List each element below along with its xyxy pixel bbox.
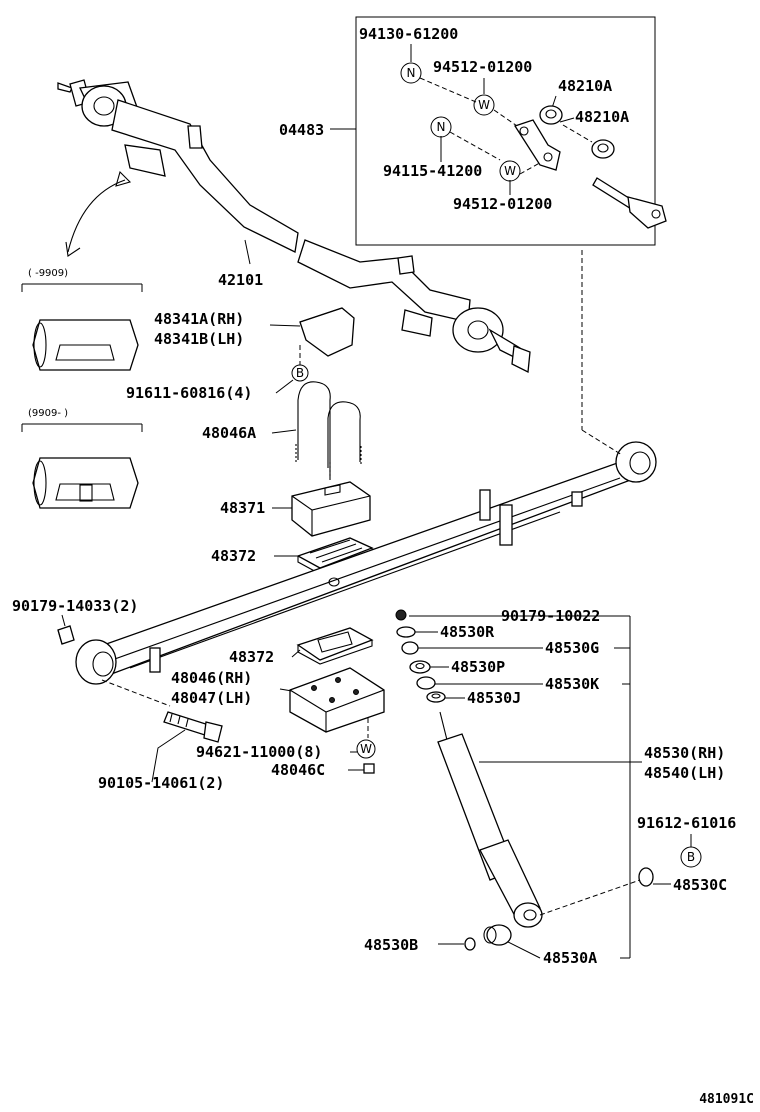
inset-before-9909: ( -9909) <box>21 268 143 371</box>
spring-bolt-label: 90105-14061(2) <box>98 774 224 792</box>
spring-bolt-icon <box>163 711 223 743</box>
washer-nut-label: 94621-11000(8) <box>196 743 322 761</box>
shackle-bushing-icon-2 <box>591 139 615 159</box>
inset-after-9909: (9909- ) <box>21 408 143 509</box>
n-symbol-icon <box>400 62 422 84</box>
w-symbol-icon-2 <box>499 160 521 182</box>
seat-nut-label: 48046C <box>271 761 325 779</box>
shock-part-k-label: 48530K <box>545 675 599 693</box>
spacer-label: 48371 <box>220 499 265 517</box>
u-bolt-icon <box>295 381 362 480</box>
part-label-48210A-bottom: 48210A <box>575 108 629 126</box>
kit-label: 04483 <box>279 121 324 139</box>
shock-absorber-icon <box>437 711 543 928</box>
shock-part-a-label: 48530A <box>543 949 597 967</box>
bumper-bolt-label: 91611-60816(4) <box>126 384 252 402</box>
n-symbol-letter-2: N <box>437 120 446 134</box>
n-symbol-letter: N <box>407 66 416 80</box>
shock-bolt-label: 91612-61016 <box>637 814 736 832</box>
spring-nut-icon <box>57 625 75 645</box>
pad-lower-label: 48372 <box>229 648 274 666</box>
shock-mount-parts-icon <box>395 609 446 703</box>
date-range-after: (9909- ) <box>28 408 68 419</box>
bumper-lh-label: 48341B(LH) <box>154 330 244 348</box>
shock-part-b-label: 48530B <box>364 936 418 954</box>
leaf-spring-icon <box>75 441 657 685</box>
pad-upper-label: 48372 <box>211 547 256 565</box>
shock-collar-icon <box>638 867 654 887</box>
shock-bushing-icon <box>483 924 512 946</box>
w-symbol-icon-3 <box>356 739 376 759</box>
shock-part-j-label: 48530J <box>467 689 521 707</box>
shackle-plate-icon <box>514 119 561 171</box>
shock-part-c-label: 48530C <box>673 876 727 894</box>
ubolt-label: 48046A <box>202 424 256 442</box>
seat-lh-label: 48047(LH) <box>171 689 252 707</box>
date-range-before: ( -9909) <box>28 268 68 279</box>
spring-nut-label: 90179-14033(2) <box>12 597 138 615</box>
part-label-94512-01200-top: 94512-01200 <box>433 58 532 76</box>
shock-part-p-label: 48530P <box>451 658 505 676</box>
shock-part-r-label: 48530R <box>440 623 495 641</box>
w-symbol-icon <box>473 94 495 116</box>
b-symbol-letter: B <box>296 366 304 380</box>
bump-stopper-icon <box>299 307 355 357</box>
shock-lh-label: 48540(LH) <box>644 764 725 782</box>
spring-spacer-icon <box>291 481 371 537</box>
seat-nut-icon <box>363 763 375 774</box>
kit-box: 04483 94130-61200 94512-01200 48210A 482… <box>279 16 667 246</box>
w-symbol-letter: W <box>478 98 490 112</box>
spring-seat-icon <box>289 667 385 733</box>
seat-rh-label: 48046(RH) <box>171 669 252 687</box>
n-symbol-icon-2 <box>430 116 452 138</box>
part-label-94512-01200-bottom: 94512-01200 <box>453 195 552 213</box>
bumper-rh-label: 48341A(RH) <box>154 310 244 328</box>
w-symbol-letter-2: W <box>504 164 516 178</box>
shock-washer-icon <box>464 937 476 951</box>
shackle-bolt-icon <box>592 177 667 229</box>
b-symbol-letter-2: B <box>687 850 695 864</box>
axle-label: 42101 <box>218 271 263 289</box>
shackle-bushing-icon <box>539 105 563 125</box>
axle-beam-icon <box>57 79 531 374</box>
spring-pad-lower-icon <box>296 627 374 665</box>
part-label-94130-61200: 94130-61200 <box>359 25 458 43</box>
w-symbol-letter-3: W <box>360 742 372 756</box>
shock-rh-label: 48530(RH) <box>644 744 725 762</box>
shock-part-g-label: 48530G <box>545 639 599 657</box>
figure-id: 481091C <box>699 1092 754 1107</box>
part-label-94115-41200: 94115-41200 <box>383 162 482 180</box>
shock-nut-label: 90179-10022 <box>501 607 600 625</box>
b-symbol-icon <box>291 364 309 382</box>
part-label-48210A-top: 48210A <box>558 77 612 95</box>
